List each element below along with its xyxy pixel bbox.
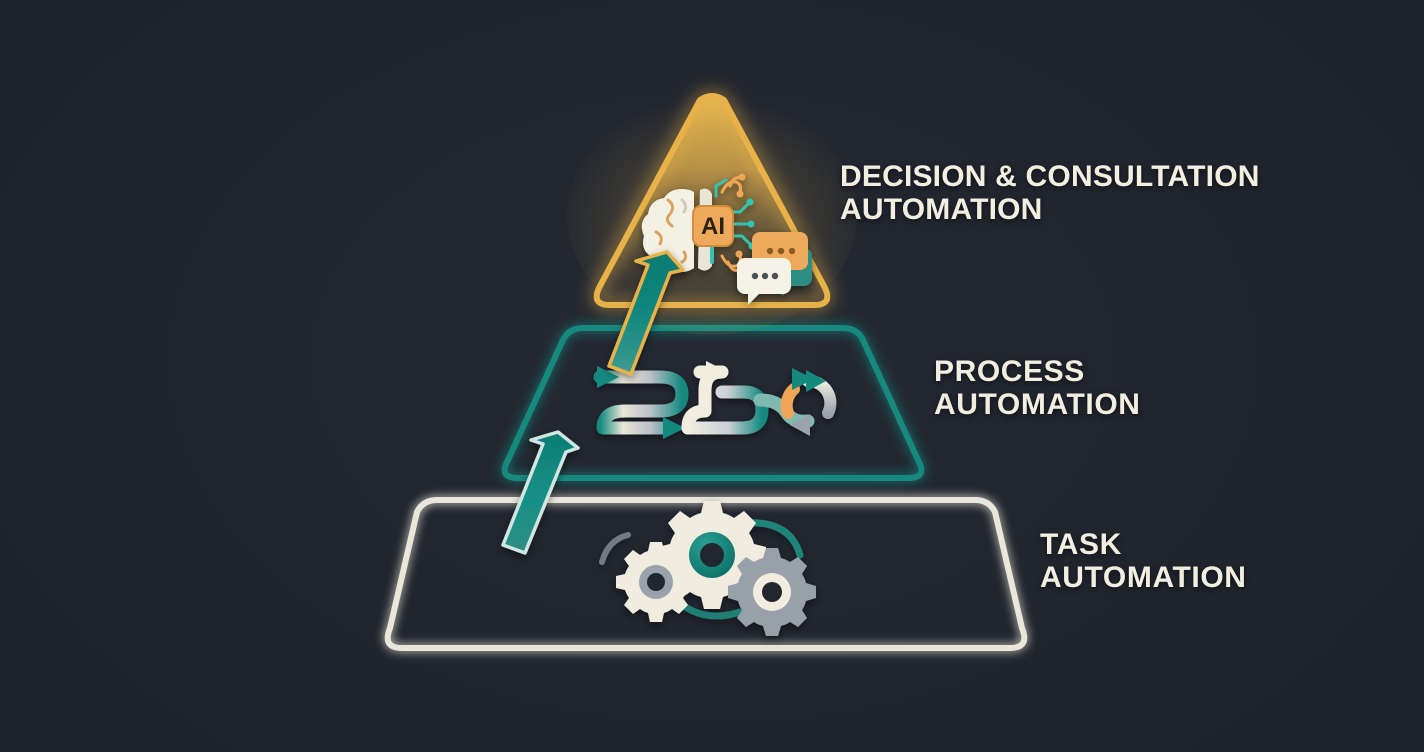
- tier-task-automation[interactable]: [384, 497, 1028, 651]
- flow-arrowhead-1b: [663, 417, 685, 439]
- chat-bubbles-icon: [737, 232, 812, 305]
- process-tier-shape[interactable]: [501, 325, 925, 481]
- gear-connector-arc-left: [599, 532, 631, 565]
- task-tier-shape[interactable]: [384, 497, 1028, 651]
- flow-path-1: [593, 370, 689, 435]
- gear-right: [728, 548, 816, 636]
- refresh-loop-arrow: [780, 370, 837, 436]
- upward-arrow-upper: [607, 250, 685, 376]
- tier-label-task: TASK AUTOMATION: [1040, 528, 1247, 594]
- loop-entry-arrowhead: [792, 368, 814, 390]
- tier-decision-automation[interactable]: AI: [567, 93, 857, 335]
- flow-path-2b: [681, 385, 769, 435]
- flow-arrowhead-1a: [597, 366, 619, 388]
- tier-label-decision: DECISION & CONSULTATION AUTOMATION: [840, 160, 1260, 226]
- ai-chip-icon: AI: [692, 205, 734, 247]
- flow-path-2: [681, 365, 729, 435]
- tier-label-process: PROCESS AUTOMATION: [934, 355, 1141, 421]
- upward-arrow-lower: [501, 430, 580, 555]
- tier-process-automation[interactable]: [501, 325, 925, 481]
- ai-chip-label: AI: [701, 213, 725, 240]
- chat-bubble-white: [737, 258, 791, 305]
- gears-icon: [599, 501, 816, 636]
- process-flow-arrows-icon: [593, 361, 837, 439]
- brain-icon: [641, 188, 712, 272]
- decision-tier-shape[interactable]: [593, 93, 831, 308]
- progress-arrows: [501, 250, 685, 555]
- ai-brain-chat-icon: AI: [641, 173, 812, 305]
- flow-arrowhead-2: [706, 361, 728, 383]
- gear-small-left: [616, 542, 696, 622]
